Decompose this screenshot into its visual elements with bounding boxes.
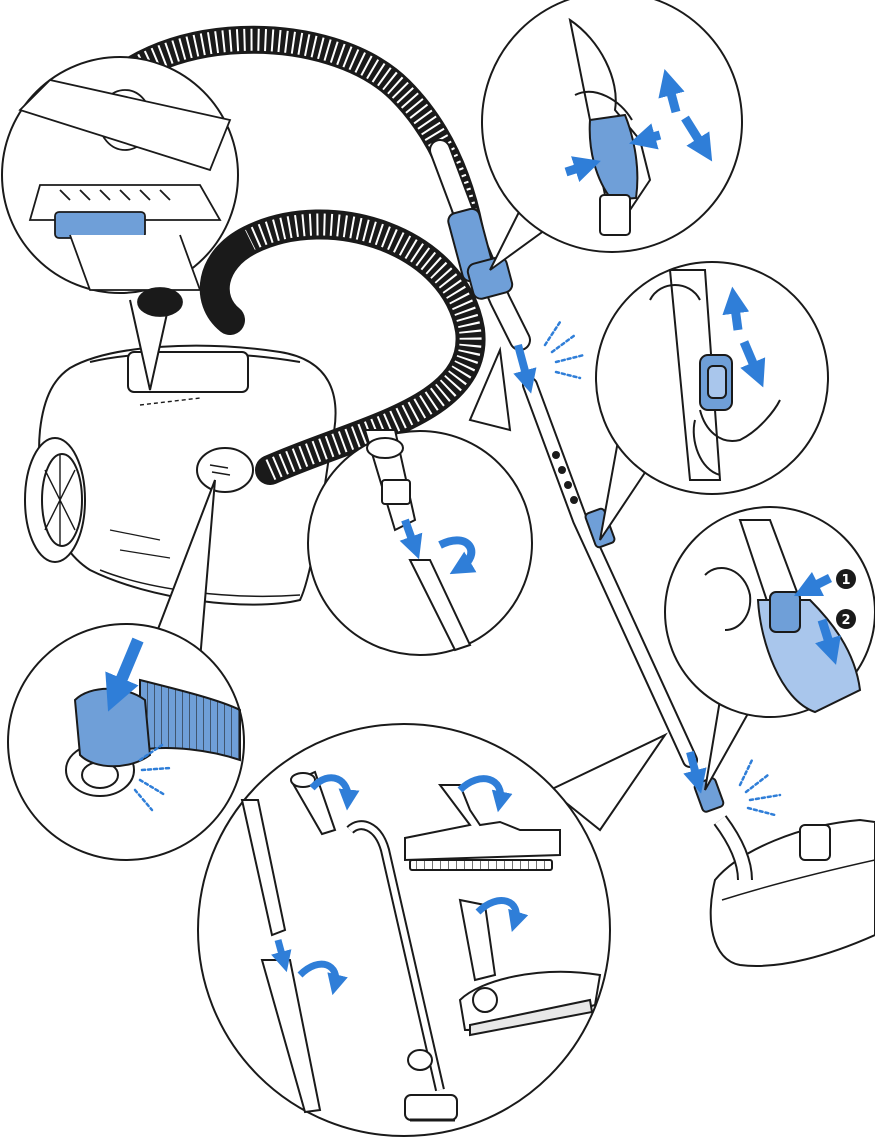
svg-text:2: 2 xyxy=(841,613,850,628)
coupling-button-blue xyxy=(770,592,800,632)
detail-bag-compartment xyxy=(2,57,238,390)
hose-end-blue xyxy=(75,689,150,767)
step-marker-2: 2 xyxy=(836,609,856,629)
detail-nozzle-coupling: 1 2 xyxy=(665,507,875,790)
hose-socket xyxy=(197,448,253,492)
arrow-tube-insert xyxy=(518,345,528,382)
floor-nozzle xyxy=(711,820,875,966)
detail-accessories xyxy=(198,724,665,1136)
detail-tube-slider xyxy=(596,262,828,540)
detail-handle-release xyxy=(482,0,742,270)
bag-holder-blue xyxy=(55,212,145,238)
step-marker-1: 1 xyxy=(836,569,856,589)
svg-text:1: 1 xyxy=(841,573,850,588)
